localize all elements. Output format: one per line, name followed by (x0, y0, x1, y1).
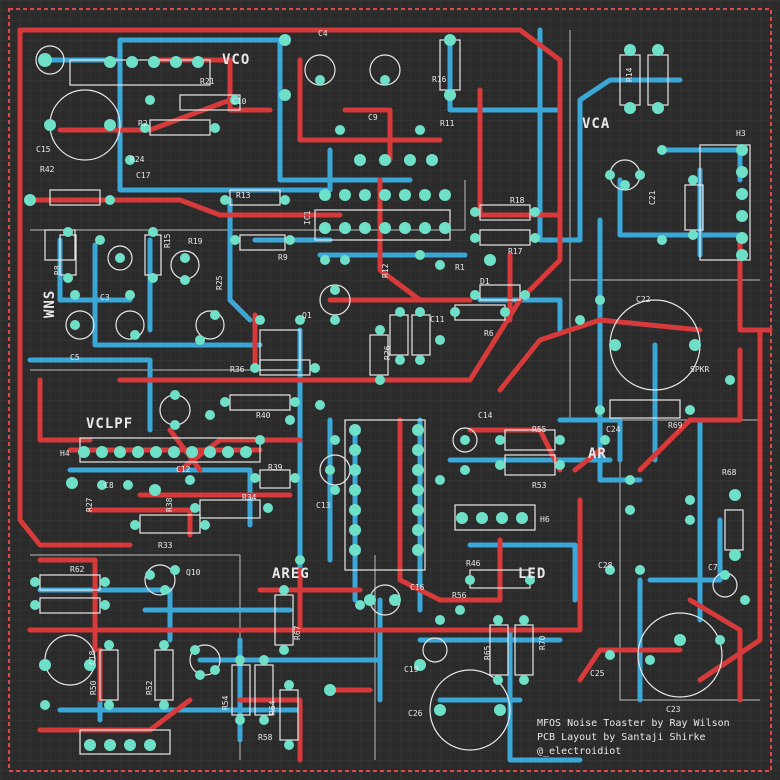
ref-d1: D1 (480, 277, 490, 286)
ref-c18: C18 (88, 650, 97, 665)
ref-c17: C17 (136, 171, 151, 180)
ref-r36: R36 (230, 365, 245, 374)
ref-r9: R9 (278, 253, 288, 262)
ref-c23: C23 (666, 705, 681, 714)
ref-r11: R11 (440, 119, 455, 128)
ref-r27: R27 (85, 497, 94, 512)
label-vclpf: VCLPF (86, 416, 133, 432)
ref-c13: C13 (316, 501, 331, 510)
ref-r67: R67 (293, 625, 302, 640)
ref-ic1: IC1 (303, 210, 312, 225)
label-wns: WNS (42, 290, 58, 318)
ref-c12: C12 (176, 465, 191, 474)
pads (24, 34, 750, 751)
ref-r26: R26 (383, 345, 392, 360)
ref-c24: C24 (606, 425, 621, 434)
ref-r54: R54 (221, 695, 230, 710)
ref-r12: R12 (381, 263, 390, 278)
ref-r16: R16 (432, 75, 447, 84)
ref-r21: R21 (200, 77, 215, 86)
ref-c15: C15 (36, 145, 51, 154)
ref-r24: R24 (130, 155, 145, 164)
ref-c28: C28 (598, 561, 613, 570)
ref-c7: C7 (708, 563, 718, 572)
ref-r18: R18 (510, 196, 525, 205)
ref-c8: C8 (104, 481, 114, 490)
ref-c25: C25 (590, 669, 605, 678)
ref-c5: C5 (70, 353, 80, 362)
ref-r68: R68 (722, 468, 737, 477)
credit-line-3: @_electroidiot (537, 746, 621, 757)
ref-c22: C22 (636, 295, 651, 304)
ref-r70: R70 (538, 635, 547, 650)
ref-q10: Q10 (186, 568, 201, 577)
ref-r2: R2 (138, 119, 148, 128)
ref-c19: C19 (404, 665, 419, 674)
credits: MFOS Noise Toaster by Ray Wilson PCB Lay… (537, 718, 730, 757)
ref-r39: R39 (268, 463, 283, 472)
board-edge (8, 8, 772, 772)
ref-r46: R46 (466, 559, 481, 568)
ref-c11: C11 (430, 315, 445, 324)
ref-c9: C9 (368, 113, 378, 122)
ref-c10: C10 (232, 97, 247, 106)
label-ar: AR (588, 446, 607, 462)
ref-r56: R56 (452, 591, 467, 600)
ref-r55: R55 (532, 425, 547, 434)
credit-line-1: MFOS Noise Toaster by Ray Wilson (537, 718, 730, 729)
ref-r8: R8 (53, 265, 62, 275)
ref-r50: R50 (89, 680, 98, 695)
ref-r38: R38 (165, 497, 174, 512)
ref-r40: R40 (256, 411, 271, 420)
section-labels: VCO VCA WNS VCLPF AREG LED AR (42, 52, 610, 582)
ref-h6: H6 (540, 515, 550, 524)
ref-r34: R34 (242, 493, 257, 502)
label-areg: AREG (272, 566, 310, 582)
ref-r64: R64 (268, 700, 277, 715)
ref-r6: R6 (484, 329, 494, 338)
ref-c16: C16 (410, 583, 425, 592)
ref-c14: C14 (478, 411, 493, 420)
ref-r69: R69 (668, 421, 683, 430)
label-vco: VCO (222, 52, 250, 68)
ref-c21: C21 (648, 190, 657, 205)
ref-c3: C3 (100, 293, 110, 302)
label-vca: VCA (582, 116, 610, 132)
ref-h4: H4 (60, 449, 70, 458)
ref-r15: R15 (163, 233, 172, 248)
ref-h3: H3 (736, 129, 746, 138)
ref-r52: R52 (145, 680, 154, 695)
ref-r13: R13 (236, 191, 251, 200)
ref-r62: R62 (70, 565, 85, 574)
reference-designators: C15 R42 R24 R2 R21 C4 R16 C9 R11 IC1 R18… (36, 29, 746, 742)
ref-c26: C26 (408, 709, 423, 718)
ref-r33: R33 (158, 541, 173, 550)
ref-r17: R17 (508, 247, 523, 256)
ref-spkr: SPKR (690, 365, 709, 374)
ref-c4: C4 (318, 29, 328, 38)
ref-r58: R58 (258, 733, 273, 742)
label-led: LED (518, 566, 546, 582)
ref-r1: R1 (455, 263, 465, 272)
ref-r25: R25 (215, 275, 224, 290)
ref-r42: R42 (40, 165, 55, 174)
credit-line-2: PCB Layout by Santaji Shirke (537, 732, 706, 743)
ref-r65: R65 (483, 645, 492, 660)
ref-r53: R53 (532, 481, 547, 490)
ref-q1: Q1 (302, 311, 312, 320)
ref-r19: R19 (188, 237, 203, 246)
ref-r14: R14 (625, 67, 634, 82)
